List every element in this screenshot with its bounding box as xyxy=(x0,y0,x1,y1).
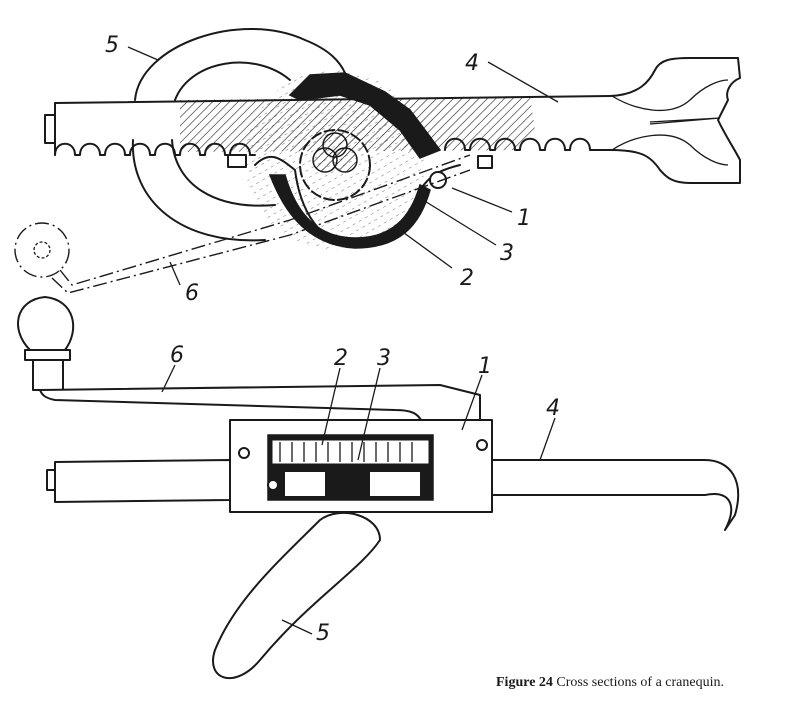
label-b2: 2 xyxy=(334,346,348,371)
handle-5 xyxy=(212,511,381,679)
label-b5: 5 xyxy=(316,621,330,646)
leader-b3 xyxy=(357,367,381,461)
label-3: 3 xyxy=(500,241,514,266)
leader-1 xyxy=(451,187,513,213)
label-1: 1 xyxy=(517,206,531,231)
leader-b2 xyxy=(321,367,341,446)
leader-4 xyxy=(487,61,559,103)
label-b1: 1 xyxy=(478,354,492,379)
label-2: 2 xyxy=(460,266,474,291)
label-b6: 6 xyxy=(170,343,184,368)
leader-3 xyxy=(422,199,497,246)
rack-hook-4 xyxy=(491,459,740,531)
leader-5 xyxy=(127,46,159,61)
caption-number: Figure 24 xyxy=(496,675,553,690)
leader-b4 xyxy=(539,417,556,461)
label-b3: 3 xyxy=(377,346,391,371)
top-cross-section: 5 4 1 3 2 6 xyxy=(14,27,741,306)
gear-teeth-2 xyxy=(279,442,413,462)
label-6: 6 xyxy=(185,281,199,306)
leader-b6 xyxy=(161,364,176,393)
leader-b5 xyxy=(281,619,313,635)
label-b4: 4 xyxy=(546,396,560,421)
caption-text: Cross sections of a cranequin. xyxy=(556,675,724,690)
leader-2 xyxy=(399,229,453,269)
label-5: 5 xyxy=(105,33,119,58)
gear-housing xyxy=(227,70,493,250)
figure-caption: Figure 24 Cross sections of a cranequin. xyxy=(496,675,724,691)
pinion-1 xyxy=(429,171,447,189)
bottom-side-view: 6 2 3 1 4 5 xyxy=(17,296,740,679)
crank-knob xyxy=(17,296,75,391)
clover-gear-3 xyxy=(312,132,358,173)
leader-6 xyxy=(169,261,181,286)
crank-6-ghost xyxy=(14,154,471,294)
leader-b1 xyxy=(461,374,483,431)
label-4: 4 xyxy=(465,51,479,76)
